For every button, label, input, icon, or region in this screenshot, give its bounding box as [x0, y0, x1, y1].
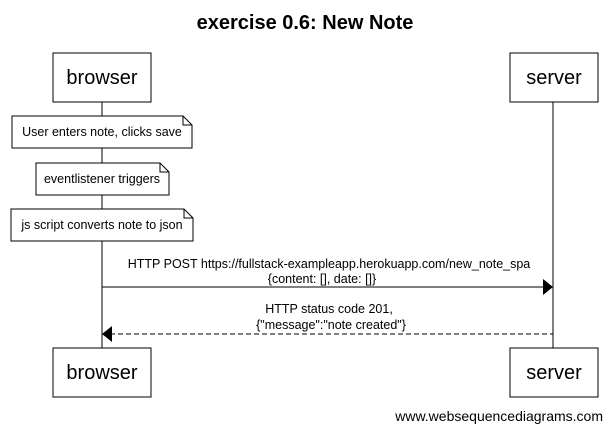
footer-credit: www.websequencediagrams.com — [394, 408, 603, 424]
note-user-enters-text: User enters note, clicks save — [22, 125, 182, 139]
message-http-status-arrowhead — [102, 326, 112, 342]
server-actor-bottom-label: server — [526, 362, 582, 384]
note-user-enters: User enters note, clicks save — [11, 115, 193, 149]
browser-actor-top: browser — [52, 52, 152, 103]
browser-actor-bottom-label: browser — [66, 362, 137, 384]
message-http-status-line1: HTTP status code 201, — [265, 302, 393, 316]
message-http-status-line2: {"message":"note created"} — [256, 318, 406, 332]
browser-actor-bottom: browser — [52, 347, 152, 398]
note-eventlistener: eventlistener triggers — [35, 162, 170, 196]
note-eventlistener-text: eventlistener triggers — [44, 172, 160, 186]
message-http-post-line1: HTTP POST https://fullstack-exampleapp.h… — [128, 257, 531, 271]
message-http-post-arrowhead — [543, 279, 553, 295]
browser-actor-top-label: browser — [66, 67, 137, 89]
server-actor-top-label: server — [526, 67, 582, 89]
server-actor-bottom: server — [509, 347, 599, 398]
message-http-status: HTTP status code 201, {"message":"note c… — [102, 302, 553, 342]
note-js-script: js script converts note to json — [10, 208, 194, 242]
server-actor-top: server — [509, 52, 599, 103]
note-js-script-text: js script converts note to json — [20, 218, 182, 232]
message-http-post-line2: {content: [], date: []} — [268, 272, 376, 286]
diagram-title: exercise 0.6: New Note — [197, 12, 414, 34]
message-http-post: HTTP POST https://fullstack-exampleapp.h… — [102, 257, 553, 295]
